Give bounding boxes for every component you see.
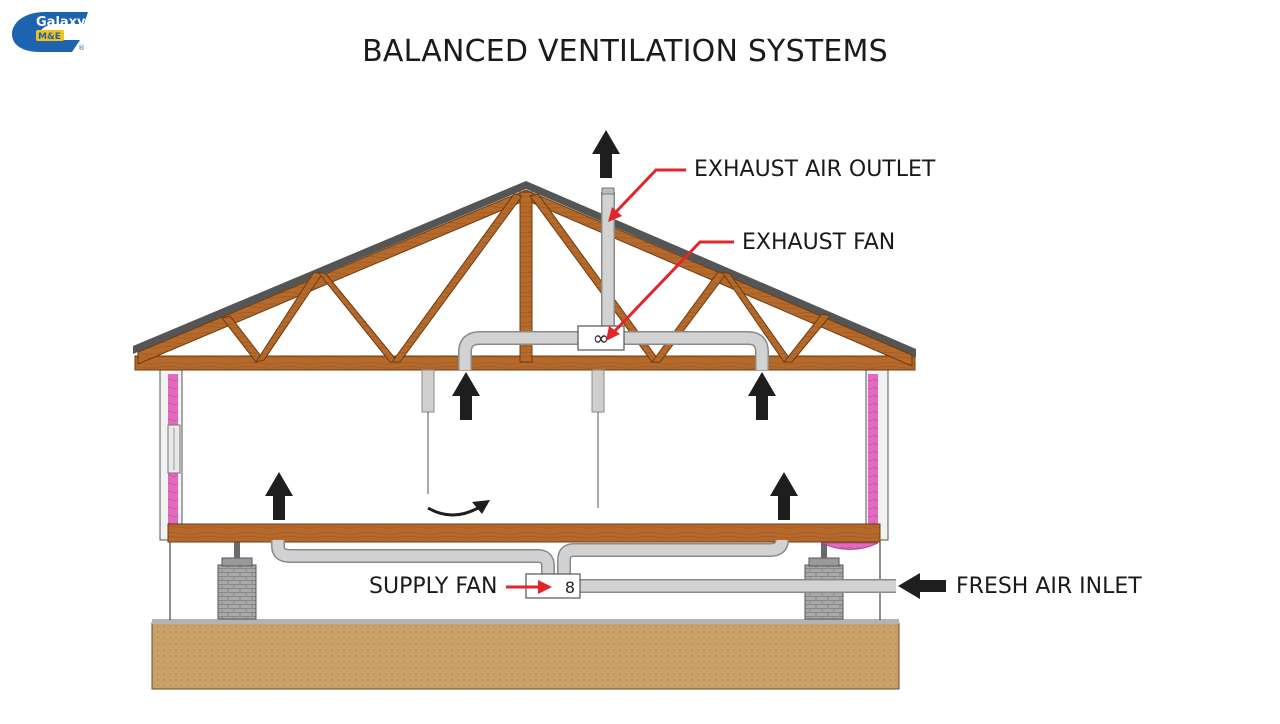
airflow-arrow-return-left [452, 372, 480, 420]
galaxy-logo: Galaxy M&E ® [12, 12, 88, 52]
ceiling-drop-left [421, 369, 435, 494]
ceiling-drop-center [591, 369, 605, 508]
logo-badge [36, 30, 64, 41]
logo-registered-mark: ® [78, 44, 85, 52]
label-exhaust-air-outlet: EXHAUST AIR OUTLET [694, 157, 936, 182]
airflow-arrow-fresh-air [898, 573, 946, 599]
label-supply-fan: SUPPLY FAN [369, 574, 498, 599]
logo-line1: Galaxy [36, 15, 86, 30]
supply-duct [271, 539, 896, 593]
airflow-arrow-supply-right [770, 472, 798, 520]
exhaust-fan-symbol: ∞ [593, 326, 610, 350]
floor-insulation [821, 542, 879, 550]
label-fresh-air-inlet: FRESH AIR INLET [956, 574, 1142, 599]
supply-fan-symbol: 8 [565, 578, 575, 597]
airflow-arrow-supply-left [265, 472, 293, 520]
label-exhaust-fan: EXHAUST FAN [742, 230, 896, 255]
king-post [519, 191, 533, 363]
callout-supply-fan [506, 580, 552, 594]
ground-slab [151, 622, 900, 690]
roof-truss [133, 181, 916, 367]
logo-swoosh [12, 12, 88, 52]
logo-line2: M&E [38, 32, 61, 42]
pier-left [217, 542, 257, 620]
wall-right-insulation [868, 374, 878, 524]
airflow-arrow-return-right [748, 372, 776, 420]
airflow-arrow-room [427, 500, 490, 517]
page-title: BALANCED VENTILATION SYSTEMS [362, 34, 888, 69]
callout-exhaust-fan [606, 240, 734, 341]
vapor-barrier [152, 619, 899, 624]
airflow-arrow-outlet [592, 130, 620, 178]
callout-exhaust-outlet [608, 168, 686, 222]
floor-joist [167, 523, 881, 543]
top-chord [137, 189, 913, 367]
